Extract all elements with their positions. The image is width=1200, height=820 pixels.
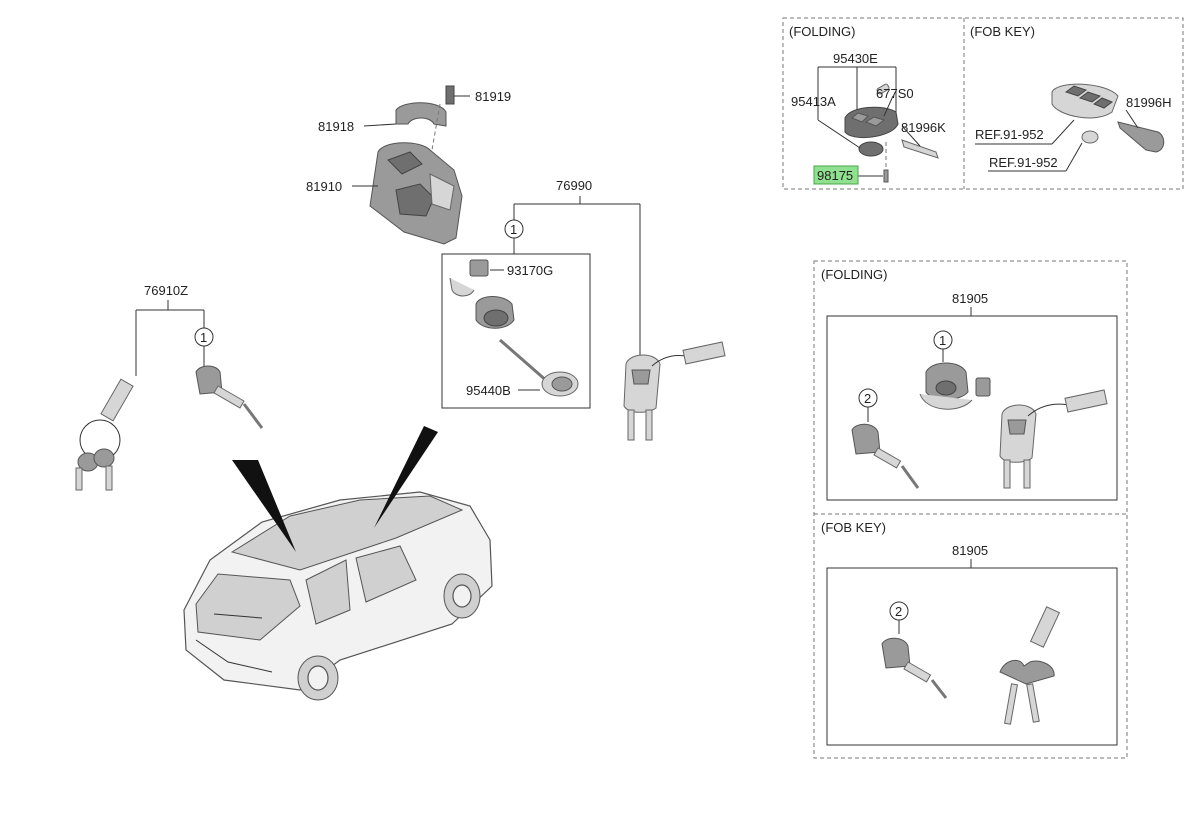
vehicle-illustration	[183, 491, 493, 701]
label-95440B: 95440B	[466, 383, 511, 398]
fob-key-remote	[1051, 83, 1165, 153]
label-81996K: 81996K	[901, 120, 946, 135]
keyset-76910Z	[75, 378, 134, 491]
ignition-lock-folding	[919, 362, 991, 410]
parts-76990	[449, 259, 579, 397]
label-76910Z: 76910Z	[144, 283, 188, 298]
fob-keyset	[999, 606, 1061, 725]
label-ref-91-952-a[interactable]: REF.91-952	[975, 127, 1044, 142]
label-76990: 76990	[556, 178, 592, 193]
label-81905-fob: 81905	[952, 543, 988, 558]
label-81910: 81910	[306, 179, 342, 194]
folding-key-76990	[623, 341, 726, 441]
callout-folding-1-num: 1	[939, 333, 946, 348]
callout-76990-num: 1	[510, 222, 517, 237]
label-81996H: 81996H	[1126, 95, 1172, 110]
label-95430E: 95430E	[833, 51, 878, 66]
section-folding-top: (FOLDING)	[789, 24, 855, 39]
label-81919: 81919	[475, 89, 511, 104]
door-lock-76910Z	[195, 365, 264, 429]
callout-folding-2-num: 2	[864, 391, 871, 406]
label-81905-folding: 81905	[952, 291, 988, 306]
label-95413A: 95413A	[791, 94, 836, 109]
label-677S0: 677S0	[876, 86, 914, 101]
door-lock-folding	[851, 423, 920, 489]
label-81918: 81918	[318, 119, 354, 134]
box-81905-fob	[826, 567, 1118, 746]
pointer-arrow-left	[232, 460, 296, 552]
callout-fob-2-num: 2	[895, 604, 902, 619]
right-lower-panel	[813, 260, 1128, 759]
folding-key-set	[999, 389, 1108, 489]
section-folding-right: (FOLDING)	[821, 267, 887, 282]
ignition-lock-assembly	[369, 85, 463, 245]
highlight-98175	[813, 165, 859, 185]
box-76990-parts	[441, 253, 591, 409]
section-fob-right: (FOB KEY)	[821, 520, 886, 535]
section-fob-top: (FOB KEY)	[970, 24, 1035, 39]
callout-76910Z-num: 1	[200, 330, 207, 345]
label-ref-91-952-b[interactable]: REF.91-952	[989, 155, 1058, 170]
pointer-arrow-right	[374, 426, 438, 528]
label-93170G: 93170G	[507, 263, 553, 278]
label-98175[interactable]: 98175	[817, 168, 853, 183]
box-81905-folding	[826, 315, 1118, 501]
top-key-panel: (FOLDING) (FOB KEY) 95430E 95413A 677S0 …	[782, 17, 1184, 190]
door-lock-fob	[881, 637, 948, 699]
